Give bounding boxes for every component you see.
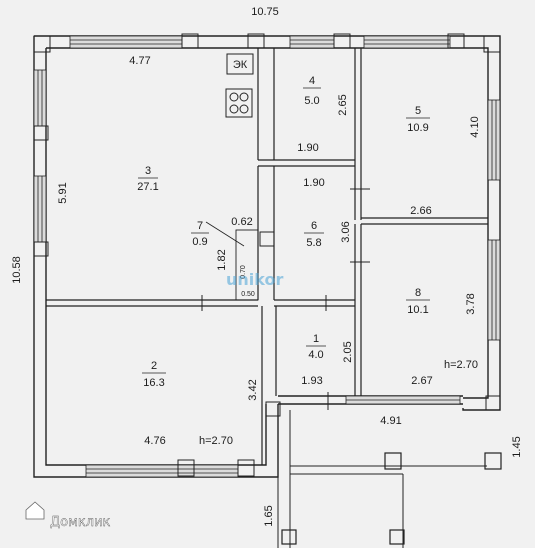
room-3-number: 3	[145, 165, 151, 177]
boiler-box	[226, 53, 254, 75]
room-1-number: 1	[313, 333, 319, 345]
room-8-area: 10.1	[407, 304, 428, 316]
dim-room1-height: 2.05	[342, 341, 354, 362]
room-2-number: 2	[151, 360, 157, 372]
dim-closet-inner: 0.70	[240, 265, 247, 279]
house-icon	[25, 501, 45, 520]
dim-room6-height: 3.06	[340, 221, 352, 242]
dim-corr-bottom: 1.90	[303, 177, 324, 189]
room-6-area: 5.8	[306, 237, 321, 249]
dim-left-overall: 10.58	[11, 256, 23, 284]
dim-porch-bottom: 1.65	[263, 505, 275, 526]
dim-closet-bottom: 0.50	[241, 291, 255, 298]
room-8-label: 8 10.1	[406, 287, 430, 316]
room7-leader	[205, 221, 245, 247]
room-5-label: 5 10.9	[406, 105, 430, 134]
dim-corr-top: 1.90	[297, 142, 318, 154]
dim-top-overall: 10.75	[251, 6, 279, 18]
room-6-number: 6	[311, 220, 317, 232]
room-8-number: 8	[415, 287, 421, 299]
room-2-area: 16.3	[143, 377, 164, 389]
dim-room1-width: 1.93	[301, 375, 322, 387]
room-5-number: 5	[415, 105, 421, 117]
room-3-label: 3 27.1	[137, 165, 158, 193]
room-4-number: 4	[309, 75, 315, 87]
porch	[277, 410, 502, 548]
room-7-area: 0.9	[192, 236, 207, 248]
dim-room3-height: 5.91	[57, 182, 69, 203]
dim-room5-width: 2.66	[410, 205, 431, 217]
dim-closet-width: 0.62	[231, 216, 252, 228]
dim-porch-width: 4.91	[380, 415, 401, 427]
room-5-area: 10.9	[407, 122, 428, 134]
stove-icon	[225, 88, 253, 118]
room-labels: 3 27.1 4 5.0 5 10.9 6 5.8 7 0.9 8 10.1	[137, 75, 430, 389]
room-7-label: 7 0.9	[191, 220, 209, 248]
brand-logo: Домклик	[25, 501, 111, 530]
dimension-labels: 10.75 10.58 1.45 1.65 4.77 5.91 2.65 4.1…	[11, 6, 523, 527]
room-3-area: 27.1	[137, 181, 158, 193]
ceiling-height-right: h=2.70	[444, 359, 478, 371]
room-2-label: 2 16.3	[142, 360, 166, 389]
windows	[33, 35, 501, 478]
dim-room5-height: 4.10	[469, 116, 481, 137]
dim-room8-width: 2.67	[411, 375, 432, 387]
room-7-number: 7	[197, 220, 203, 232]
pillars	[33, 33, 501, 477]
dim-room3-width: 4.77	[129, 55, 150, 67]
ceiling-height-left: h=2.70	[199, 435, 233, 447]
dim-room2-height: 3.42	[247, 379, 259, 400]
dim-room8-height: 3.78	[465, 293, 477, 314]
door-ticks	[201, 188, 370, 410]
room-1-area: 4.0	[308, 349, 323, 361]
room-4-label: 4 5.0	[303, 75, 321, 107]
dim-closet-height: 1.82	[216, 249, 228, 270]
boiler-label: ЭК	[233, 59, 248, 71]
dim-right-porch: 1.45	[511, 436, 523, 457]
room-6-label: 6 5.8	[304, 220, 324, 249]
room-1-label: 1 4.0	[306, 333, 326, 361]
room-4-area: 5.0	[304, 95, 319, 107]
dim-room2-width: 4.76	[144, 435, 165, 447]
dim-room4-height: 2.65	[337, 94, 349, 115]
brand-text: Домклик	[50, 515, 111, 530]
watermark: unikor	[226, 270, 283, 289]
